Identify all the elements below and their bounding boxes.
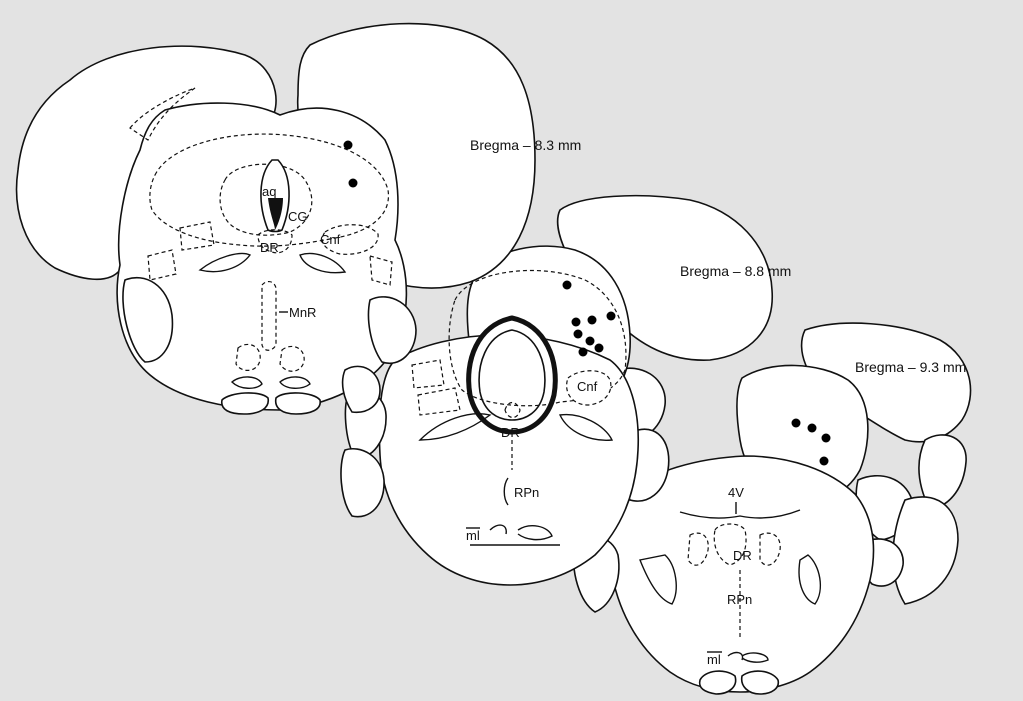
s3-label-4v: 4V [728, 485, 744, 500]
s1-lobe-right-lower-2 [343, 366, 380, 412]
s2-injection-dot [588, 316, 597, 325]
s1-bregma-label: Bregma – 8.3 mm [470, 137, 581, 153]
s1-brainstem-outline [117, 103, 406, 410]
s3-label-rpn: RPn [727, 592, 752, 607]
s2-lobe-left-lower [341, 449, 384, 517]
s3-injection-dot [808, 424, 817, 433]
s1-label-cnf: Cnf [320, 232, 341, 247]
s2-injection-dot [574, 330, 583, 339]
s3-injection-dot [792, 419, 801, 428]
s2-bregma-label: Bregma – 8.8 mm [680, 263, 791, 279]
s3-pyramid-right [742, 671, 779, 694]
s2-injection-dot [595, 344, 604, 353]
s1-injection-dot [349, 179, 358, 188]
s2-injection-dot [586, 337, 595, 346]
s3-pyramid-left [700, 671, 736, 694]
s2-label-ml: ml [466, 528, 480, 543]
s2-label-dr: DR [501, 425, 520, 440]
s3-label-dr: DR [733, 548, 752, 563]
s2-label-cnf: Cnf [577, 379, 598, 394]
s2-injection-dot [563, 281, 572, 290]
s2-injection-dot [572, 318, 581, 327]
s2-injection-dot [607, 312, 616, 321]
s3-injection-dot [820, 457, 829, 466]
s2-label-rpn: RPn [514, 485, 539, 500]
s1-pyramid-right [276, 393, 321, 414]
s2-injection-dot [579, 348, 588, 357]
s3-label-ml: ml [707, 652, 721, 667]
s3-bregma-label: Bregma – 9.3 mm [855, 359, 966, 375]
s1-injection-dot [344, 141, 353, 150]
s1-label-cg: CG [288, 209, 308, 224]
s1-pyramid-left [222, 393, 269, 414]
s1-label-mnr: MnR [289, 305, 316, 320]
s1-label-aq: aq [262, 184, 276, 199]
s3-flocculus-lower [893, 497, 958, 604]
s3-injection-dot [822, 434, 831, 443]
s1-label-dr: DR [260, 240, 279, 255]
